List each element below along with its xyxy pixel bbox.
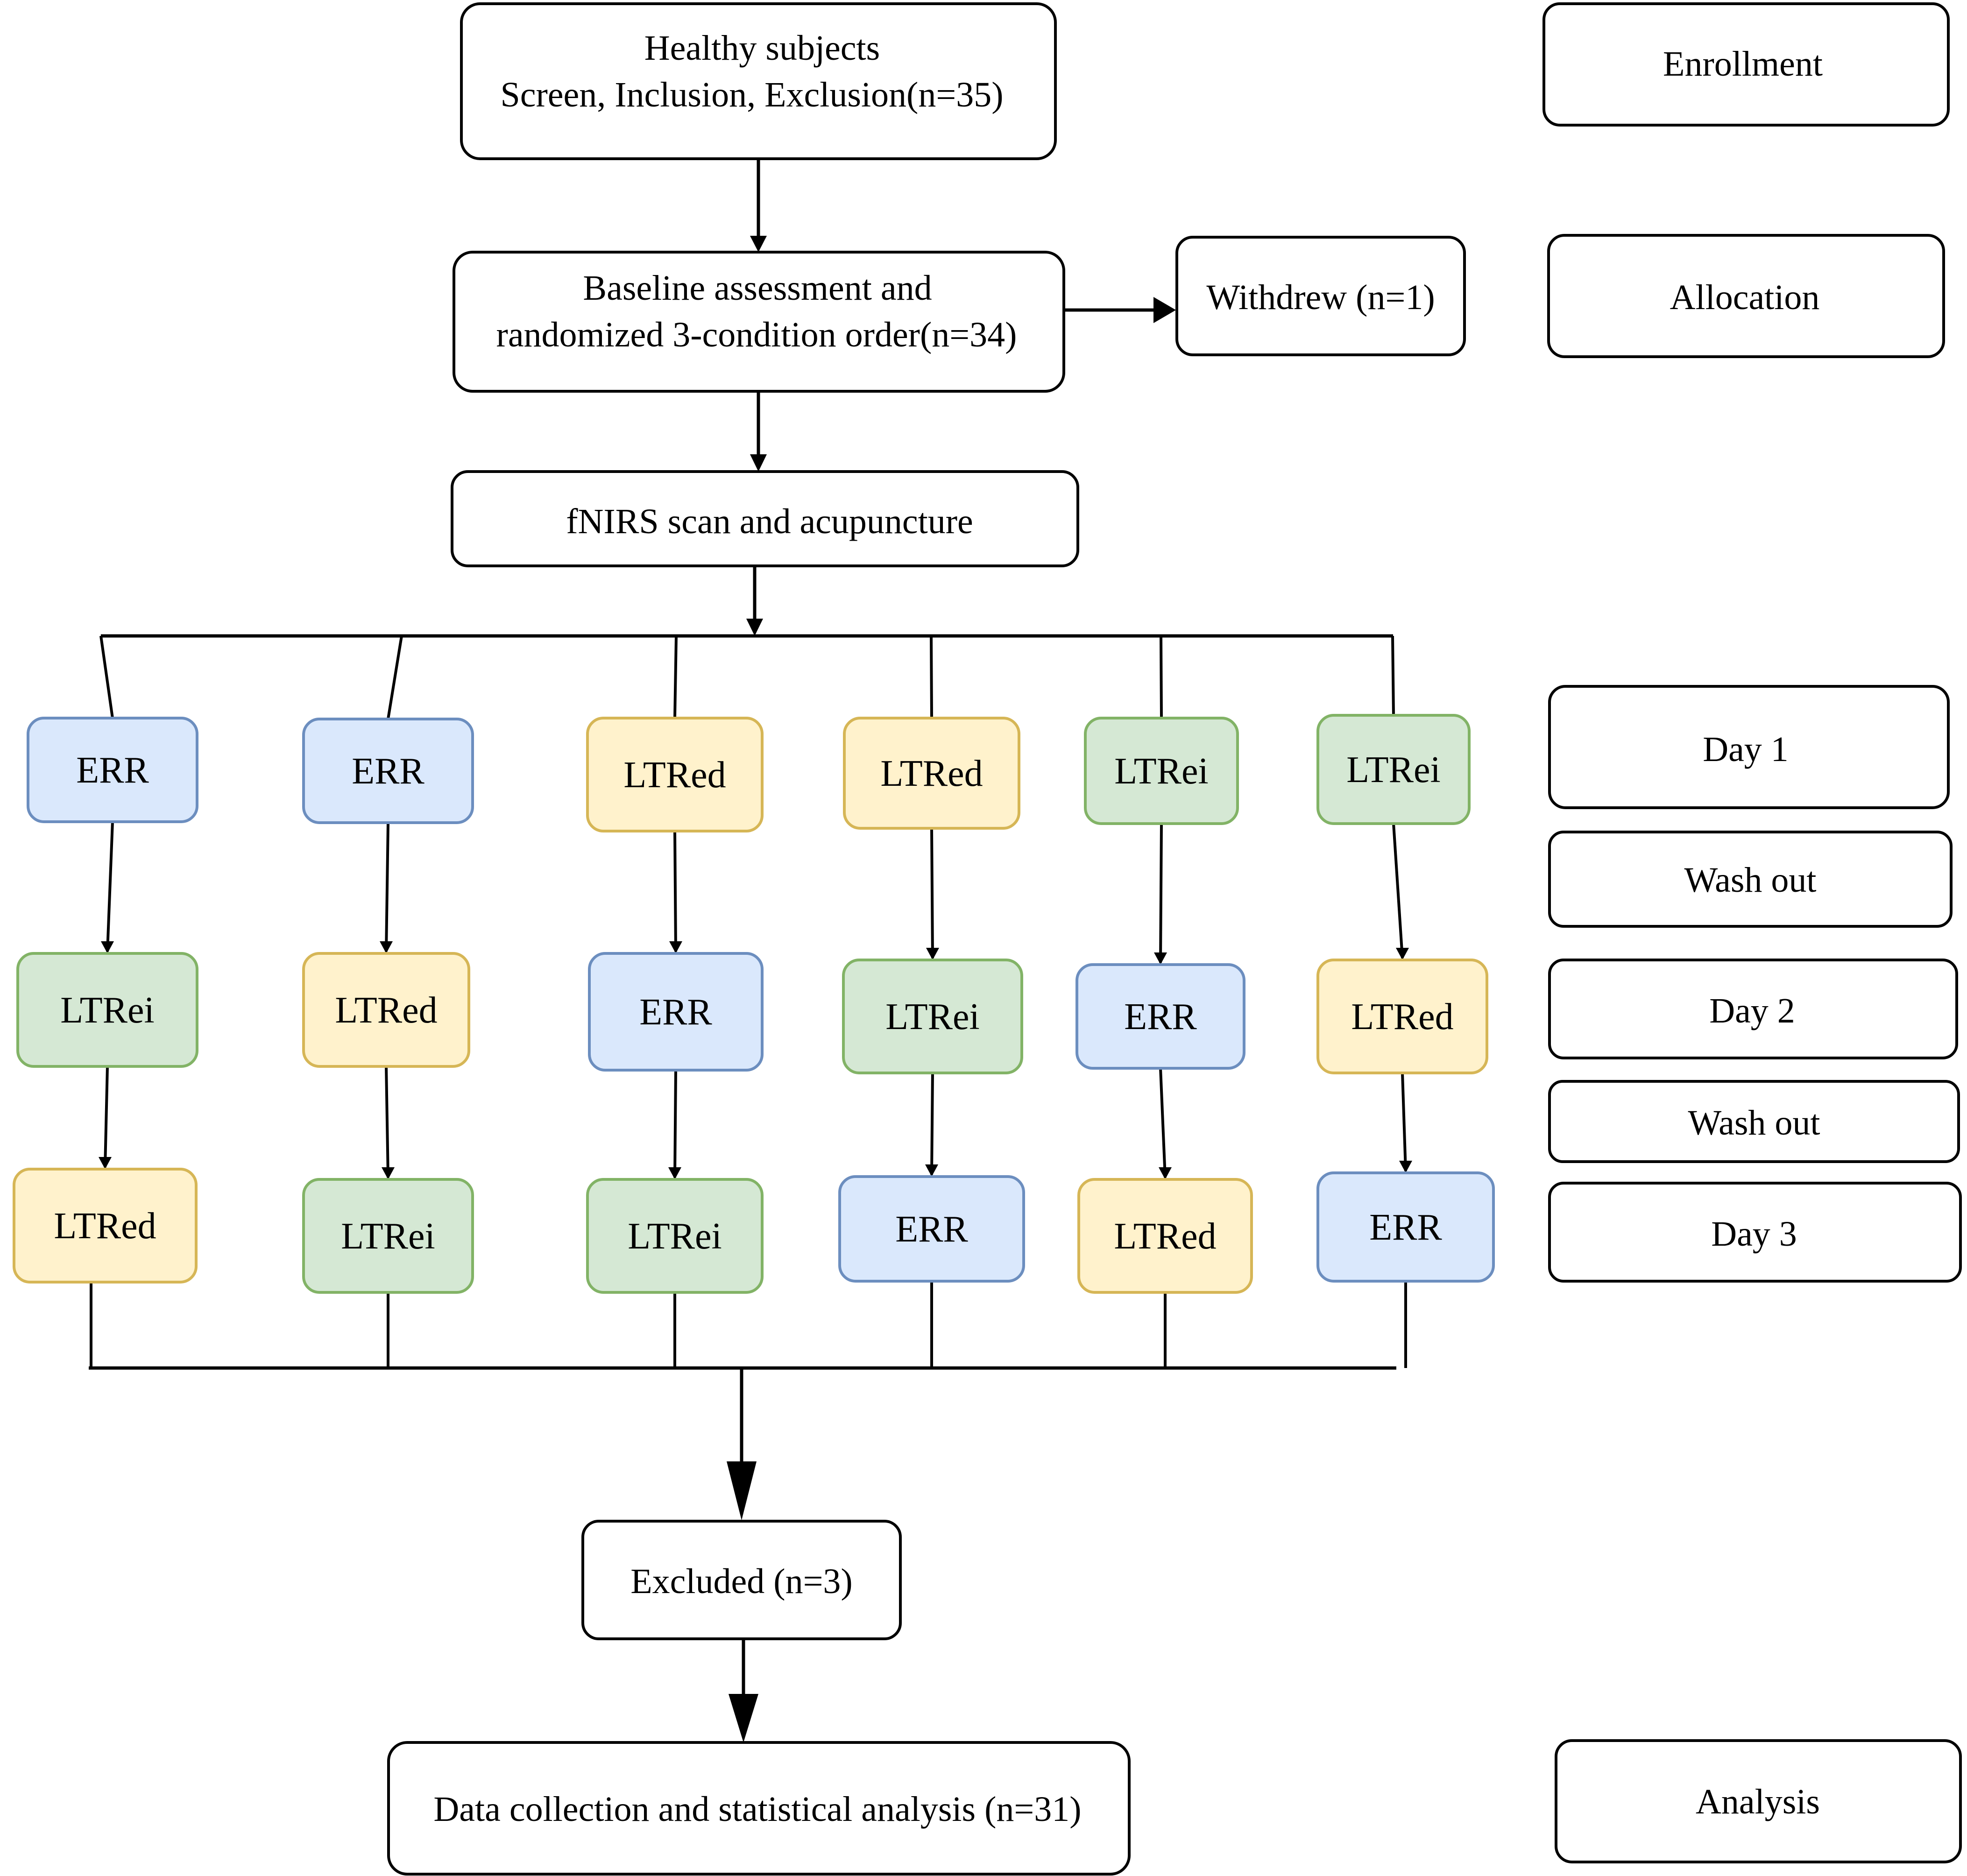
condition-label: LTRed — [880, 753, 983, 794]
stage-enrollment: Enrollment — [1542, 2, 1950, 127]
condition-label: ERR — [352, 751, 425, 792]
stage-analysis-label: Analysis — [1696, 1782, 1820, 1821]
analysis-label: Data collection and statistical analysis… — [433, 1790, 1081, 1829]
condition-err-day2: ERR — [588, 952, 764, 1072]
condition-ltrei-day1: LTRei — [1084, 717, 1239, 825]
condition-label: LTRed — [335, 990, 437, 1031]
condition-label: ERR — [639, 992, 712, 1033]
connector-lines — [89, 159, 1396, 1742]
condition-label: LTRei — [628, 1216, 722, 1257]
condition-label: LTRei — [1346, 749, 1440, 790]
stage-washout1: Wash out — [1548, 831, 1953, 928]
condition-label: LTRed — [623, 755, 726, 796]
scan-box: fNIRS scan and acupuncture — [451, 470, 1079, 567]
condition-label: LTRei — [341, 1216, 435, 1257]
condition-label: ERR — [1369, 1207, 1442, 1248]
withdrew-label: Withdrew (n=1) — [1206, 278, 1435, 317]
condition-label: LTRed — [54, 1206, 156, 1247]
condition-err-day3: ERR — [838, 1175, 1025, 1283]
stage-day3-label: Day 3 — [1711, 1214, 1797, 1254]
stage-day2: Day 2 — [1548, 959, 1958, 1059]
condition-label: LTRed — [1114, 1216, 1216, 1257]
condition-ltred-day2: LTRed — [1316, 959, 1488, 1074]
condition-ltrei-day2: LTRei — [842, 959, 1023, 1074]
analysis-box: Data collection and statistical analysis… — [387, 1741, 1131, 1876]
condition-ltrei-day2: LTRei — [16, 952, 198, 1068]
stage-enrollment-label: Enrollment — [1663, 44, 1823, 84]
enrollment-line1: Healthy subjects — [644, 28, 880, 68]
sequence-columns: ERRLTReiLTRedERRLTRedLTReiLTRedERRLTReiL… — [13, 635, 1495, 1368]
baseline-box: Baseline assessment and randomized 3-con… — [453, 251, 1065, 393]
withdrew-box: Withdrew (n=1) — [1175, 236, 1466, 356]
excluded-label: Excluded (n=3) — [630, 1562, 852, 1601]
scan-label: fNIRS scan and acupuncture — [566, 502, 973, 541]
condition-label: LTRed — [1351, 996, 1453, 1037]
condition-ltred-day3: LTRed — [1077, 1178, 1253, 1294]
stage-day3: Day 3 — [1548, 1182, 1962, 1283]
condition-ltred-day2: LTRed — [302, 952, 470, 1068]
condition-ltred-day1: LTRed — [843, 717, 1020, 830]
condition-err-day1: ERR — [27, 717, 198, 823]
enrollment-box: Healthy subjects Screen, Inclusion, Excl… — [460, 2, 1057, 160]
stage-allocation-label: Allocation — [1670, 278, 1820, 317]
condition-err-day2: ERR — [1075, 963, 1245, 1070]
condition-err-day3: ERR — [1316, 1171, 1495, 1283]
condition-ltrei-day3: LTRei — [586, 1178, 764, 1294]
condition-label: LTRei — [1114, 751, 1208, 792]
condition-label: LTRei — [60, 990, 154, 1031]
stage-day1: Day 1 — [1548, 685, 1950, 809]
stage-washout2: Wash out — [1548, 1080, 1960, 1163]
stage-analysis: Analysis — [1555, 1739, 1962, 1863]
stage-allocation: Allocation — [1547, 234, 1945, 358]
stage-day1-label: Day 1 — [1703, 730, 1789, 769]
stage-day2-label: Day 2 — [1709, 991, 1795, 1030]
condition-label: ERR — [76, 750, 149, 791]
stage-washout2-label: Wash out — [1688, 1103, 1820, 1143]
condition-ltrei-day3: LTRei — [302, 1178, 474, 1294]
condition-ltred-day1: LTRed — [586, 717, 764, 832]
baseline-line2: randomized 3-condition order(n=34) — [496, 315, 1017, 354]
enrollment-line2: Screen, Inclusion, Exclusion(n=35) — [500, 75, 1003, 114]
excluded-box: Excluded (n=3) — [581, 1520, 902, 1640]
condition-label: ERR — [1124, 996, 1197, 1037]
condition-ltrei-day1: LTRei — [1316, 714, 1471, 825]
baseline-line1: Baseline assessment and — [583, 268, 932, 308]
condition-label: ERR — [895, 1209, 968, 1250]
condition-ltred-day3: LTRed — [13, 1168, 198, 1284]
condition-err-day1: ERR — [302, 718, 474, 824]
condition-label: LTRei — [885, 996, 979, 1037]
stage-washout1-label: Wash out — [1684, 860, 1816, 900]
